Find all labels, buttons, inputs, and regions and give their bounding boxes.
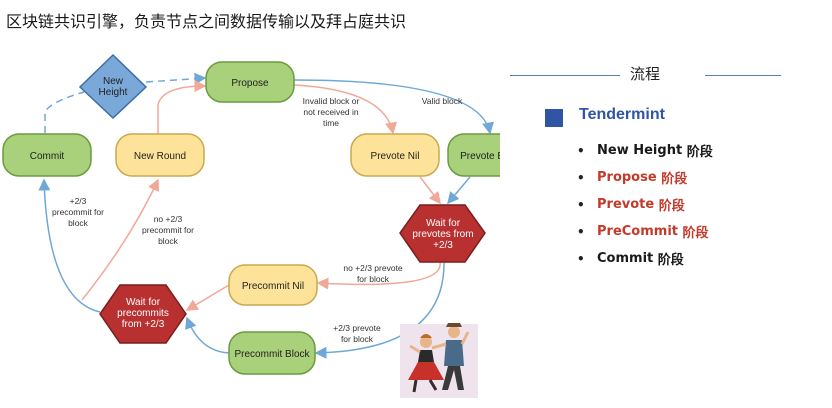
phase-commit: •Commit 阶段 (577, 251, 684, 268)
flow-divider-left (510, 75, 620, 76)
svg-text:Prevote Block: Prevote Block (460, 151, 500, 162)
edge-newround-propose (157, 80, 207, 135)
edge-waitpc-newround (81, 178, 159, 301)
node-prevote-block: Prevote Block (447, 133, 500, 177)
bullet-icon: • (577, 170, 585, 185)
edge-commit-newheight (44, 91, 85, 133)
node-propose: Propose (205, 61, 295, 103)
bullet-icon: • (577, 197, 585, 212)
svg-text:Commit: Commit (30, 151, 65, 162)
node-precommit-nil: Precommit Nil (228, 264, 318, 306)
edge-propose-prevotenil (293, 84, 397, 135)
phase-new-height: •New Height 阶段 (577, 143, 713, 160)
bullet-icon: • (577, 251, 585, 266)
node-precommit-block: Precommit Block (228, 331, 316, 375)
flow-divider-right (705, 75, 781, 76)
edge-precommitblock-waitpc (185, 316, 231, 354)
phase-prevote: •Prevote 阶段 (577, 197, 685, 214)
svg-text:New Round: New Round (134, 151, 186, 162)
edge-waitpc-commit (38, 178, 101, 313)
svg-text:Propose: Propose (231, 78, 269, 89)
edge-wait-precommitnil (316, 261, 441, 290)
svg-text:Precommit Nil: Precommit Nil (242, 281, 304, 292)
node-commit: Commit (2, 133, 92, 177)
label-valid-block: Valid block (422, 96, 463, 106)
edge-prevoteblock-wait (447, 176, 471, 205)
edge-propose-prevoteblock (293, 79, 494, 135)
svg-text:Precommit Block: Precommit Block (234, 349, 310, 360)
svg-text:Prevote Nil: Prevote Nil (371, 151, 420, 162)
bullet-icon: • (577, 143, 585, 158)
edge-precommitnil-waitpc (185, 284, 230, 311)
node-prevote-nil: Prevote Nil (350, 133, 440, 177)
tendermint-title: Tendermint (579, 106, 665, 123)
phase-precommit: •PreCommit 阶段 (577, 224, 709, 241)
edge-prevotenil-wait (419, 176, 441, 205)
phase-propose: •Propose 阶段 (577, 170, 688, 187)
edge-newheight-propose (145, 72, 207, 85)
phase-list: •New Height 阶段 •Propose 阶段 •Prevote 阶段 •… (577, 137, 713, 272)
node-new-round: New Round (115, 133, 205, 177)
flow-title: 流程 (630, 65, 661, 83)
square-icon (545, 109, 563, 127)
bullet-icon: • (577, 224, 585, 239)
page-title: 区块链共识引擎，负责节点之间数据传输以及拜占庭共识 (6, 12, 407, 31)
dancing-couple-illustration (400, 323, 478, 398)
